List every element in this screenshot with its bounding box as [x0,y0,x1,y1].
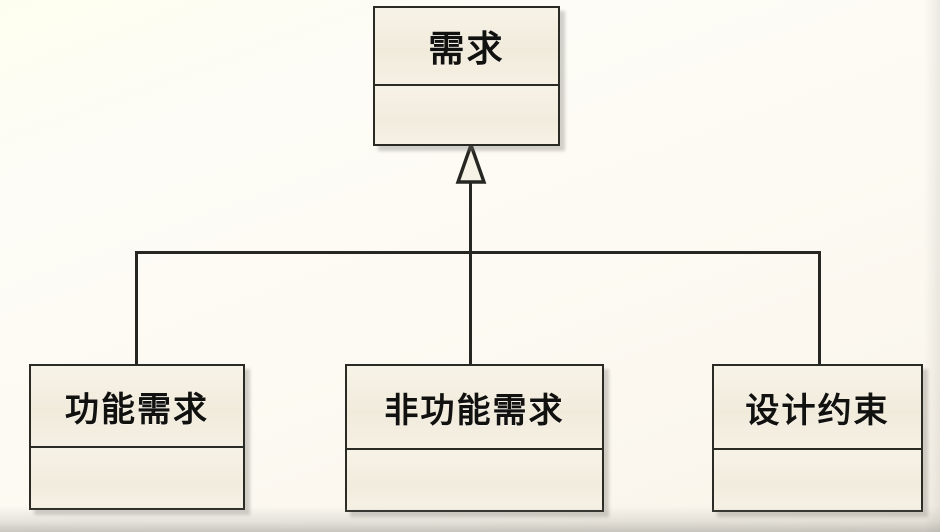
connector-trunk-vertical [469,180,472,254]
connector-branch-constraint [818,251,821,366]
uml-class-attributes-design-constraint [714,450,921,510]
uml-class-name-nonfunctional-requirement: 非功能需求 [347,366,602,450]
uml-class-name-requirement: 需求 [375,8,558,86]
uml-class-name-design-constraint: 设计约束 [714,366,921,450]
uml-class-requirement[interactable]: 需求 [373,6,560,146]
uml-class-nonfunctional-requirement[interactable]: 非功能需求 [345,364,604,512]
uml-class-name-functional-requirement: 功能需求 [31,366,243,448]
connector-branch-functional [135,251,138,366]
generalization-arrowhead-icon [455,142,487,184]
uml-class-functional-requirement[interactable]: 功能需求 [29,364,245,510]
connector-horizontal-bus [135,251,821,254]
uml-class-design-constraint[interactable]: 设计约束 [712,364,923,512]
uml-class-attributes-requirement [375,86,558,144]
background-shade-right [924,0,940,532]
uml-class-attributes-functional-requirement [31,448,243,508]
connector-branch-nonfunctional [469,251,472,366]
uml-class-attributes-nonfunctional-requirement [347,450,602,510]
